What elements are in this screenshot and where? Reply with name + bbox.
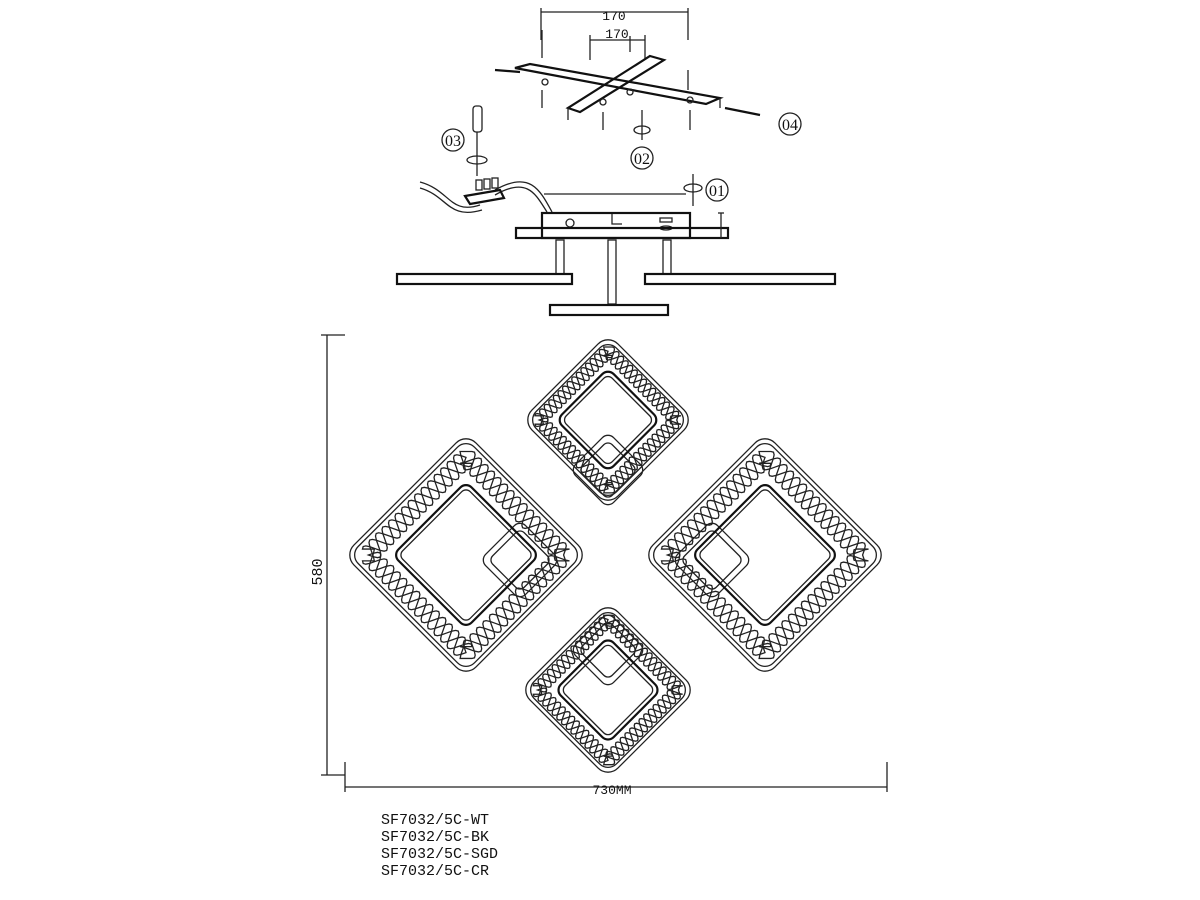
model-sgd: SF7032/5C-SGD: [381, 846, 499, 863]
dim-730mm: 730MM: [592, 783, 631, 798]
dim-580: 580: [310, 558, 327, 585]
svg-text:03: 03: [445, 133, 461, 150]
model-wt: SF7032/5C-WT: [381, 812, 490, 829]
step-04-label: 04: [778, 112, 802, 136]
screwdriver-icon: [466, 105, 488, 176]
mounting-bracket: [494, 30, 761, 130]
wiring-terminal: [419, 177, 553, 213]
side-view: [395, 193, 837, 317]
right-light-ring: [648, 438, 882, 672]
top-light-ring: [527, 339, 689, 501]
step-01-label: 01: [683, 174, 729, 206]
bracket-dimension-inner: 170: [589, 27, 646, 60]
bottom-light-ring: [525, 607, 691, 773]
svg-text:01: 01: [709, 183, 725, 200]
connector-frame: [572, 614, 644, 686]
step-02-label: 02: [630, 110, 654, 170]
dim-170-outer: 170: [602, 9, 625, 24]
model-list: SF7032/5C-WT SF7032/5C-BK SF7032/5C-SGD …: [381, 812, 498, 880]
dim-170-inner: 170: [605, 27, 628, 42]
svg-text:04: 04: [782, 117, 798, 134]
svg-text:02: 02: [634, 151, 650, 168]
height-dimension: 580: [310, 334, 345, 776]
width-dimension: 730MM: [344, 762, 888, 798]
bracket-dimension-outer: 170: [540, 8, 689, 40]
step-03-label: 03: [441, 128, 465, 152]
model-bk: SF7032/5C-BK: [381, 829, 490, 846]
plan-view: [349, 339, 882, 773]
left-light-ring: [349, 438, 583, 672]
model-cr: SF7032/5C-CR: [381, 863, 490, 880]
